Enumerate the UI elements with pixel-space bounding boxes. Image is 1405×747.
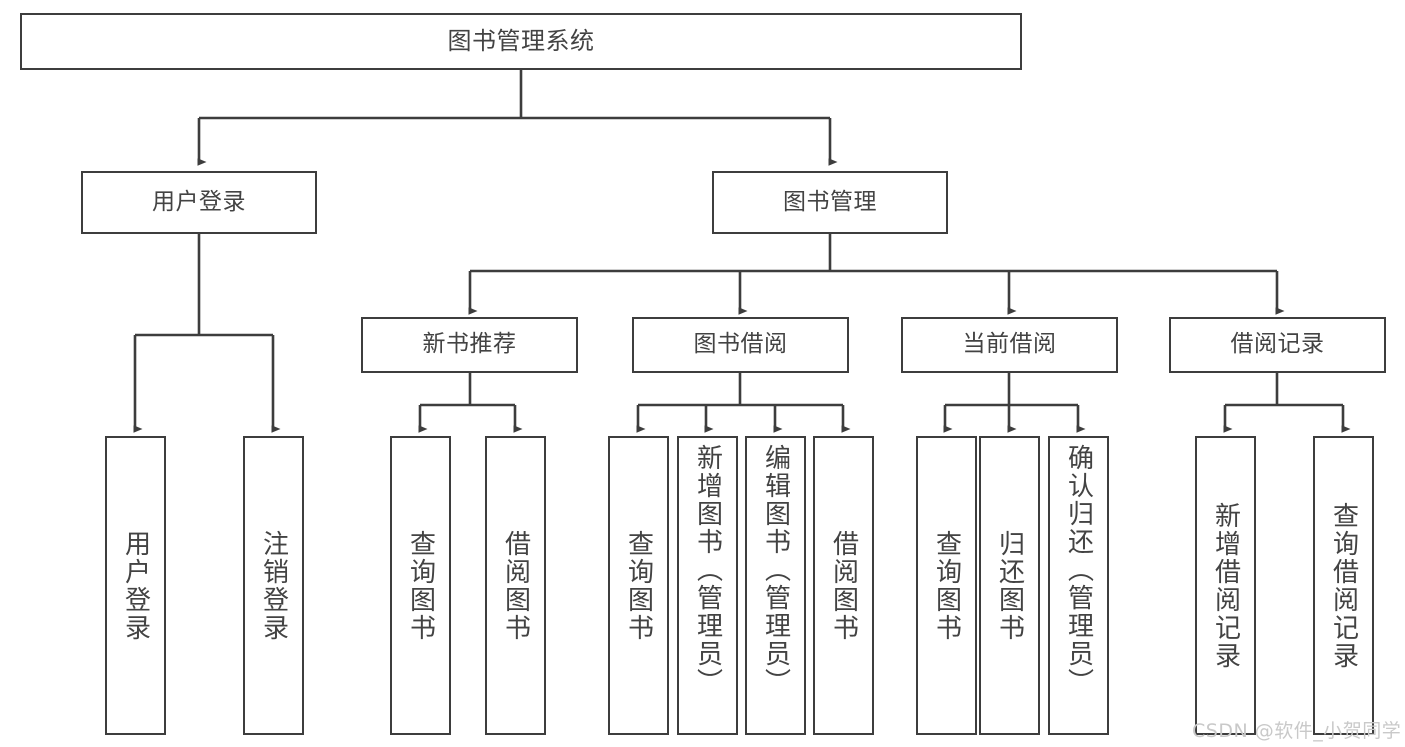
- csdn-watermark: CSDN @软件_小贺同学: [1192, 720, 1402, 742]
- node-label: 注销登录: [258, 529, 289, 642]
- node-label: 借阅记录: [1230, 331, 1325, 358]
- leaf-return-books[interactable]: 归还图书: [979, 436, 1040, 735]
- node-label: 查询图书: [623, 529, 654, 642]
- node-label: 图书管理: [783, 188, 877, 215]
- leaf-query-books-current[interactable]: 查询图书: [916, 436, 977, 735]
- leaf-edit-book-admin[interactable]: 编辑图书（管理员）: [745, 436, 806, 735]
- leaf-query-books-recommend[interactable]: 查询图书: [390, 436, 451, 735]
- node-label: 查询图书: [405, 529, 436, 642]
- leaf-add-book-admin[interactable]: 新增图书（管理员）: [677, 436, 738, 735]
- node-label: 用户登录: [152, 188, 246, 215]
- node-label: 确认归还（管理员）: [1063, 444, 1094, 696]
- node-label: 新书推荐: [422, 331, 517, 358]
- node-label: 归还图书: [994, 529, 1025, 642]
- leaf-confirm-return-admin[interactable]: 确认归还（管理员）: [1048, 436, 1109, 735]
- node-label: 查询借阅记录: [1328, 501, 1359, 670]
- node-label: 当前借阅: [962, 331, 1057, 358]
- leaf-user-logout[interactable]: 注销登录: [243, 436, 304, 735]
- node-book-borrow[interactable]: 图书借阅: [632, 317, 849, 373]
- leaf-user-login[interactable]: 用户登录: [105, 436, 166, 735]
- node-label: 图书借阅: [693, 331, 788, 358]
- node-borrow-records[interactable]: 借阅记录: [1169, 317, 1386, 373]
- node-label: 查询图书: [931, 529, 962, 642]
- node-current-borrow[interactable]: 当前借阅: [901, 317, 1118, 373]
- node-label: 借阅图书: [828, 529, 859, 642]
- node-label: 新增借阅记录: [1210, 501, 1241, 670]
- node-label: 新增图书（管理员）: [692, 444, 723, 696]
- node-label: 图书管理系统: [447, 27, 595, 56]
- leaf-borrow-books-recommend[interactable]: 借阅图书: [485, 436, 546, 735]
- node-user-login[interactable]: 用户登录: [81, 171, 317, 234]
- leaf-add-borrow-record[interactable]: 新增借阅记录: [1195, 436, 1256, 735]
- leaf-borrow-books[interactable]: 借阅图书: [813, 436, 874, 735]
- leaf-query-borrow-record[interactable]: 查询借阅记录: [1313, 436, 1374, 735]
- node-root-system[interactable]: 图书管理系统: [20, 13, 1022, 70]
- node-label: 编辑图书（管理员）: [760, 444, 791, 696]
- leaf-query-books-borrow[interactable]: 查询图书: [608, 436, 669, 735]
- node-label: 用户登录: [120, 529, 151, 642]
- node-label: 借阅图书: [500, 529, 531, 642]
- node-new-book-recommend[interactable]: 新书推荐: [361, 317, 578, 373]
- node-book-management[interactable]: 图书管理: [712, 171, 948, 234]
